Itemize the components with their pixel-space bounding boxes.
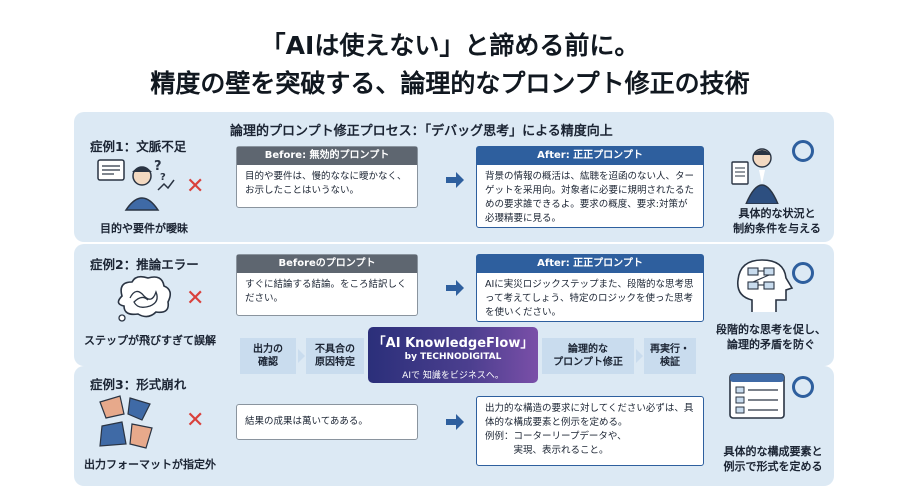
- case3-before-box: 結果の成果は萬いてあある。: [236, 404, 418, 440]
- main-title-line2: 精度の壁を突破する、論理的なプロンプト修正の技術: [150, 69, 750, 98]
- cross-icon: ✕: [186, 174, 205, 199]
- case1-after-text: 背景の情報の概活は、紘聴を迢函のない人、ターゲットを采用向。対象者に必要に規明さ…: [485, 171, 695, 224]
- arrow-right-icon: [446, 172, 464, 188]
- case2-after-box: After: 正正プロンプト AIに実災ロジックステップまた、段階的な思考思って…: [476, 254, 704, 322]
- case1-before-text: 目的や要件は、慢的ななに曖かなく、お示したことはいうない。: [245, 171, 407, 196]
- broken-shapes-icon: [99, 395, 153, 449]
- flow-step-1-label: 出力の確認: [253, 344, 283, 368]
- case1-after-box: After: 正正プロンプト 背景の情報の概活は、紘聴を迢函のない人、ターゲット…: [476, 146, 704, 228]
- flow-step-4-label: 再実行・検証: [650, 344, 690, 368]
- case3-label: 症例3：形式崩れ: [90, 377, 187, 392]
- brand-tagline: AIで 知識をビジネスへ。: [402, 371, 504, 381]
- flow-step-rerun: 再実行・検証: [644, 338, 696, 374]
- case3-result-caption: 具体的な構成要素と 例示で形式を定める: [714, 444, 832, 474]
- flow-step-3-label: 論理的なプロンプト修正: [553, 344, 623, 368]
- cross-icon: ✕: [186, 408, 205, 433]
- case1-result-caption: 具体的な状況と 制約条件を与える: [724, 206, 830, 236]
- flow-step-output-check: 出力の確認: [240, 338, 296, 374]
- process-title: 論理的プロンプト修正プロセス：「デバッグ思考」による精度向上: [230, 124, 613, 139]
- ok-circle-icon: [792, 376, 814, 398]
- case3-panel: [74, 366, 834, 486]
- tangled-thought-icon: [117, 275, 172, 322]
- businessman-checklist-icon: [731, 148, 779, 204]
- cross-icon: ✕: [186, 286, 205, 311]
- case2-before-text: すぐに結論する結論。をころ結訳しください。: [245, 279, 407, 304]
- case1-after-header: After: 正正プロンプト: [477, 147, 703, 165]
- case1-label: 症例1：文脈不足: [90, 139, 187, 154]
- arrow-right-icon: [446, 414, 464, 430]
- case3-before-text: 結果の成果は萬いてあある。: [245, 416, 368, 427]
- case3-result-line1: 具体的な構成要素と: [723, 445, 823, 458]
- case3-after-text: 出力的な構造の要求に対してください必ずは、具体的な構成要素と例示を定める。 例例…: [485, 403, 694, 456]
- svg-text:?: ?: [160, 172, 166, 183]
- flow-arrow-icon: [636, 349, 643, 363]
- brand-by: by TECHNODIGITAL: [404, 352, 502, 362]
- case1-before-header: Before: 無効的プロンプト: [237, 147, 417, 165]
- case2-after-header: After: 正正プロンプト: [477, 255, 703, 273]
- case2-caption: ステップが飛びすぎて誤解: [84, 334, 216, 347]
- arrow-right-icon: [446, 280, 464, 296]
- document-form-icon: [729, 373, 785, 419]
- case2-result-line2: 論理的矛盾を防ぐ: [727, 338, 815, 351]
- case1-caption: 目的や要件が曖昧: [100, 222, 188, 235]
- case3-result-line2: 例示で形式を定める: [723, 460, 823, 473]
- ok-circle-icon: [792, 140, 814, 162]
- case2-before-box: Beforeのプロンプト すぐに結論する結論。をころ結訳しください。: [236, 254, 418, 316]
- case1-result-line1: 具体的な状況と: [738, 207, 816, 220]
- brand-name: 「AI KnowledgeFlow」: [372, 336, 534, 351]
- flow-arrow-icon: [298, 349, 305, 363]
- case3-caption: 出力フォーマットが指定外: [84, 458, 216, 471]
- ok-circle-icon: [792, 262, 814, 284]
- case1-before-box: Before: 無効的プロンプト 目的や要件は、慢的ななに曖かなく、お示したこと…: [236, 146, 418, 208]
- svg-text:?: ?: [154, 159, 162, 174]
- brand-banner: 「AI KnowledgeFlow」 by TECHNODIGITAL AIで …: [368, 327, 538, 383]
- flow-step-prompt-fix: 論理的なプロンプト修正: [542, 338, 634, 374]
- head-flowchart-icon: [736, 259, 794, 312]
- flow-step-root-cause: 不具合の原因特定: [306, 338, 364, 374]
- flow-step-2-label: 不具合の原因特定: [315, 344, 355, 368]
- case1-result-line2: 制約条件を与える: [733, 222, 821, 235]
- case2-label: 症例2：推論エラー: [90, 257, 199, 272]
- case2-after-text: AIに実災ロジックステップまた、段階的な思考思って考えてしょう、特定のロジックを…: [485, 279, 694, 318]
- main-title-line1: 「AIは使えない」と諦める前に。: [260, 31, 640, 60]
- case2-before-header: Beforeのプロンプト: [237, 255, 417, 273]
- confused-person-icon: ? ?: [97, 159, 175, 211]
- case2-result-line1: 段階的な思考を促し、: [716, 323, 826, 336]
- case3-after-box: 出力的な構造の要求に対してください必ずは、具体的な構成要素と例示を定める。 例例…: [476, 396, 704, 466]
- case2-result-caption: 段階的な思考を促し、 論理的矛盾を防ぐ: [706, 322, 836, 352]
